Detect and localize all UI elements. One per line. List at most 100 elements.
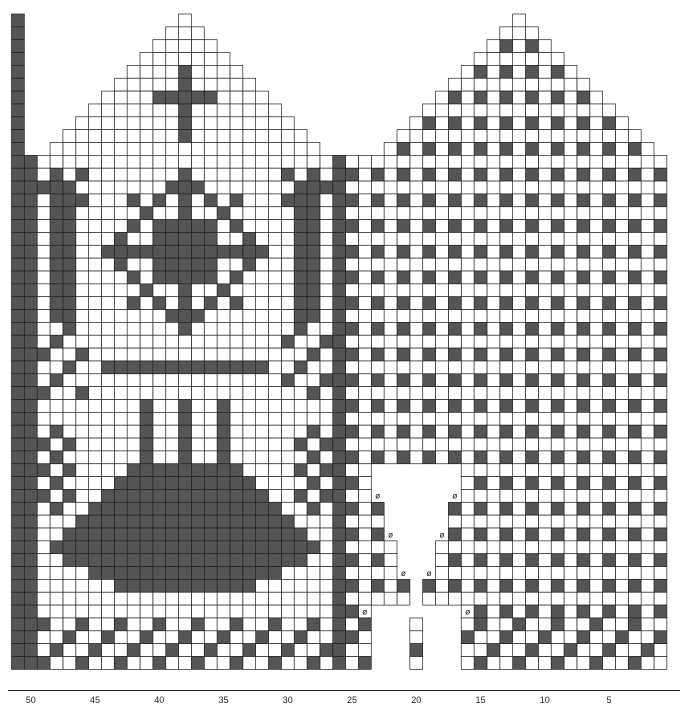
left-mitten-cell (24, 464, 37, 477)
right-mitten-cell (641, 438, 654, 451)
left-mitten-cell (204, 117, 217, 130)
left-mitten-cell (127, 232, 140, 245)
left-mitten-cell (50, 220, 63, 233)
right-mitten-cell (474, 310, 487, 323)
left-mitten-cell (89, 104, 102, 117)
left-mitten-cell (256, 592, 269, 605)
left-mitten-cell (307, 310, 320, 323)
left-mitten-cell (37, 528, 50, 541)
right-mitten-cell (423, 592, 436, 605)
right-mitten-cell (513, 657, 526, 670)
right-mitten-cell (654, 335, 667, 348)
right-mitten-cell (500, 592, 513, 605)
left-mitten-cell (256, 322, 269, 335)
left-mitten-cell (333, 168, 346, 181)
left-mitten-cell (153, 194, 166, 207)
left-mitten-cell (166, 40, 179, 53)
right-mitten-cell (346, 310, 359, 323)
left-mitten-cell (101, 425, 114, 438)
left-mitten-cell (89, 168, 102, 181)
left-mitten-cell (153, 567, 166, 580)
left-mitten-cell (320, 412, 333, 425)
left-mitten-cell (281, 194, 294, 207)
right-mitten-cell (641, 322, 654, 335)
right-mitten-cell (615, 412, 628, 425)
right-mitten-cell (410, 245, 423, 258)
right-mitten-cell (526, 310, 539, 323)
left-mitten-cell (101, 258, 114, 271)
right-mitten-cell (641, 567, 654, 580)
left-mitten-cell (50, 155, 63, 168)
left-mitten-cell (333, 387, 346, 400)
left-mitten-cell (230, 181, 243, 194)
left-mitten-cell (281, 181, 294, 194)
left-mitten-cell (256, 220, 269, 233)
right-mitten-cell (641, 464, 654, 477)
left-mitten-cell (101, 631, 114, 644)
left-mitten-cell (320, 464, 333, 477)
edge-cell (12, 91, 25, 104)
left-mitten-cell (217, 502, 230, 515)
right-mitten-cell (397, 374, 410, 387)
left-mitten-cell (127, 579, 140, 592)
right-mitten-cell (500, 400, 513, 413)
right-mitten-cell (436, 541, 449, 554)
right-mitten-cell (526, 541, 539, 554)
left-mitten-cell (256, 400, 269, 413)
left-mitten-cell (179, 130, 192, 143)
left-mitten-cell (140, 631, 153, 644)
left-mitten-cell (114, 387, 127, 400)
right-mitten-cell (564, 374, 577, 387)
right-mitten-cell (628, 220, 641, 233)
right-mitten-cell (615, 592, 628, 605)
left-mitten-cell (179, 374, 192, 387)
left-mitten-cell (281, 374, 294, 387)
right-mitten-cell (538, 65, 551, 78)
edge-cell (12, 78, 25, 91)
right-mitten-cell (461, 322, 474, 335)
left-mitten-cell (333, 284, 346, 297)
left-mitten-cell (204, 567, 217, 580)
edge-cell (12, 374, 25, 387)
left-mitten-cell (204, 245, 217, 258)
left-mitten-cell (76, 657, 89, 670)
left-mitten-cell (140, 258, 153, 271)
right-mitten-cell (474, 502, 487, 515)
right-mitten-cell (346, 297, 359, 310)
left-mitten-cell (179, 91, 192, 104)
left-mitten-cell (24, 657, 37, 670)
right-mitten-cell (384, 579, 397, 592)
right-mitten-cell (358, 438, 371, 451)
right-mitten-cell (423, 130, 436, 143)
left-mitten-cell (24, 207, 37, 220)
left-mitten-cell (320, 438, 333, 451)
left-mitten-cell (243, 335, 256, 348)
right-mitten-cell (641, 592, 654, 605)
left-mitten-cell (114, 155, 127, 168)
left-mitten-cell (50, 322, 63, 335)
left-mitten-cell (281, 554, 294, 567)
left-mitten-cell (140, 297, 153, 310)
right-mitten-cell (500, 258, 513, 271)
right-mitten-cell (448, 387, 461, 400)
left-mitten-cell (243, 207, 256, 220)
right-mitten-cell (628, 194, 641, 207)
right-mitten-cell (358, 541, 371, 554)
right-mitten-cell (371, 155, 384, 168)
right-mitten-cell (654, 271, 667, 284)
left-mitten-cell (320, 194, 333, 207)
right-mitten-cell (461, 387, 474, 400)
right-mitten-cell (487, 657, 500, 670)
left-mitten-cell (114, 657, 127, 670)
right-mitten-cell (371, 284, 384, 297)
left-mitten-cell (89, 451, 102, 464)
right-mitten-cell (397, 348, 410, 361)
left-mitten-cell (24, 374, 37, 387)
left-mitten-cell (140, 104, 153, 117)
right-mitten-cell (526, 117, 539, 130)
right-mitten-cell (371, 554, 384, 567)
right-mitten-cell (641, 387, 654, 400)
right-mitten-cell (384, 451, 397, 464)
right-mitten-cell (526, 631, 539, 644)
right-mitten-cell (577, 657, 590, 670)
